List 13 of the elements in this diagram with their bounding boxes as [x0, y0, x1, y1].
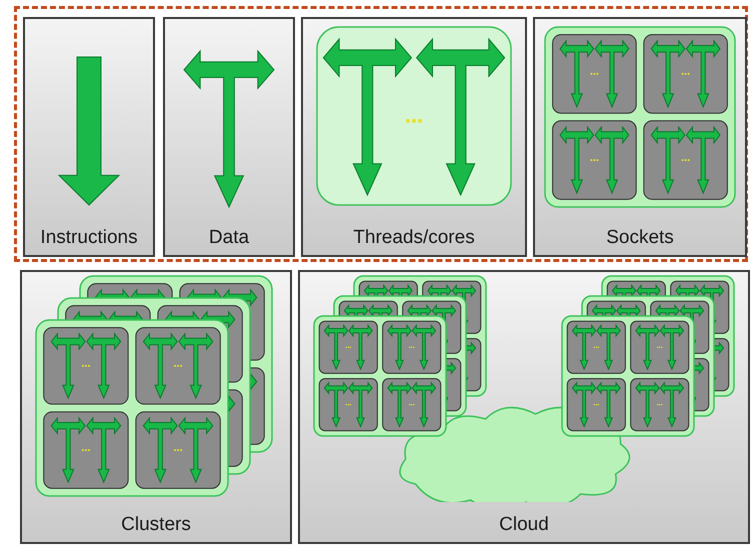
panel: [533, 17, 747, 257]
panel-label: Sockets: [606, 227, 674, 249]
panel-label: Cloud: [499, 514, 549, 536]
panel-label: Threads/cores: [353, 227, 475, 249]
panel-label: Clusters: [121, 514, 191, 536]
panel: [20, 270, 292, 544]
panel-label: Instructions: [40, 227, 138, 249]
panel-label: Data: [208, 227, 250, 249]
panel: [298, 270, 750, 544]
panel: [23, 17, 155, 257]
panel: [163, 17, 295, 257]
dashed-frame: [14, 6, 748, 262]
panel: [301, 17, 527, 257]
